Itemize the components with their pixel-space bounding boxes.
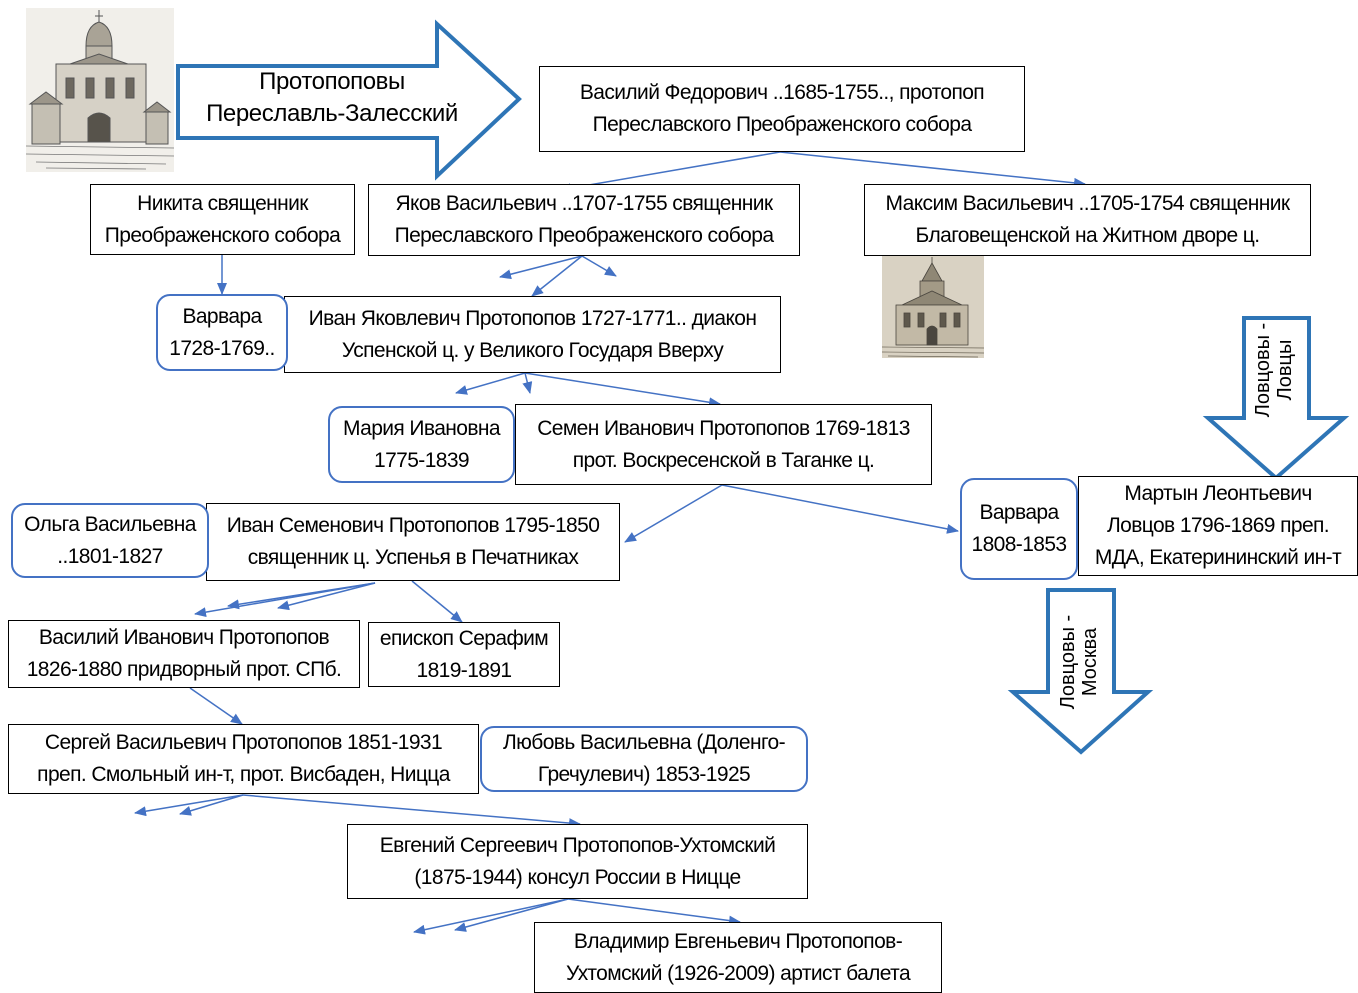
person-martyn: Мартын Леонтьевич Ловцов 1796-1869 преп.… bbox=[1078, 476, 1358, 576]
person-line: Иван Яковлевич Протопопов 1727-1771.. ди… bbox=[308, 306, 757, 330]
edge-ivan-child-2 bbox=[522, 372, 533, 394]
spouse-varvara-1808: Варвара 1808-1853 bbox=[960, 478, 1078, 580]
edge-semen-varvara bbox=[721, 484, 959, 534]
person-line: Ловцов 1796-1869 преп. bbox=[1106, 514, 1330, 537]
person-line: прот. Воскресенской в Таганке ц. bbox=[572, 448, 875, 472]
person-line: Яков Васильевич ..1707-1755 священник bbox=[395, 192, 773, 215]
person-line: Иван Семенович Протопопов 1795-1850 bbox=[226, 514, 600, 537]
header-arrow-line1: Протопоповы bbox=[259, 68, 405, 95]
edge-ivans-child-3 bbox=[277, 582, 376, 611]
header-arrow-line2: Переславль-Залесский bbox=[206, 100, 458, 127]
edge-sergey-child-2 bbox=[179, 794, 244, 816]
person-line: (1875-1944) консул России в Ницце bbox=[414, 865, 741, 889]
person-line: Успенской ц. у Великого Государя Вверху bbox=[341, 338, 724, 362]
person-maksim: Максим Васильевич ..1705-1754 священник … bbox=[864, 184, 1311, 256]
spouse-lyubov: Любовь Васильевна (Доленго- Гречулевич) … bbox=[480, 726, 808, 792]
edge-evgeny-vladimir bbox=[567, 898, 741, 926]
person-line: Василий Федорович ..1685-1755.., протопо… bbox=[579, 81, 985, 104]
person-line: Ухтомский (1926-2009) артист балета bbox=[565, 961, 911, 985]
edge-ivan-child-1 bbox=[455, 372, 526, 395]
edge-ivans-child-2 bbox=[227, 582, 376, 610]
person-line: Никита священник bbox=[137, 191, 308, 215]
person-evgeny: Евгений Сергеевич Протопопов-Ухтомский (… bbox=[347, 824, 808, 899]
moskva-arrow-label: Ловцовы - Москва bbox=[1057, 602, 1105, 722]
lovtsy-arrow-line2: Ловцы bbox=[1274, 339, 1296, 401]
edge-evgeny-child-2 bbox=[454, 898, 569, 932]
lovtsy-arrow-label: Ловцовы - Ловцы bbox=[1252, 310, 1300, 430]
person-line: епископ Серафим bbox=[379, 626, 549, 650]
person-line: Василий Иванович Протопопов bbox=[38, 626, 330, 649]
person-serafim: епископ Серафим 1819-1891 bbox=[368, 622, 560, 687]
person-semen: Семен Иванович Протопопов 1769-1813 прот… bbox=[515, 404, 932, 485]
person-vasily-fedorovich: Василий Федорович ..1685-1755.., протопо… bbox=[539, 66, 1025, 152]
person-yakov: Яков Васильевич ..1707-1755 священник Пе… bbox=[368, 184, 800, 256]
person-line: 1775-1839 bbox=[373, 448, 470, 472]
edge-yakov-child-2 bbox=[531, 255, 583, 297]
person-nikita: Никита священник Преображенского собора bbox=[90, 184, 355, 255]
edge-evgeny-child-1 bbox=[413, 898, 569, 935]
person-line: Гречулевич) 1853-1925 bbox=[537, 763, 751, 786]
person-sergey: Сергей Васильевич Протопопов 1851-1931 п… bbox=[8, 724, 479, 794]
spouse-maria: Мария Ивановна 1775-1839 bbox=[328, 406, 515, 483]
person-line: Переславского Преображенского собора bbox=[394, 224, 774, 247]
church-engraving-image-2 bbox=[882, 251, 984, 358]
lovtsy-arrow-line1: Ловцовы - bbox=[1252, 322, 1274, 418]
person-line: священник ц. Успенья в Печатниках bbox=[247, 546, 579, 569]
edge-ivan-semen bbox=[524, 372, 721, 408]
spouse-varvara-1728: Варвара 1728-1769.. bbox=[156, 294, 288, 371]
person-line: 1808-1853 bbox=[971, 533, 1067, 556]
church-engraving-image bbox=[26, 8, 174, 172]
person-line: ..1801-1827 bbox=[57, 544, 163, 568]
person-line: Преображенского собора bbox=[104, 223, 341, 247]
person-line: МДА, Екатерининский ин-т bbox=[1094, 546, 1342, 569]
moskva-arrow-line1: Ловцовы - bbox=[1057, 614, 1079, 710]
person-vasily-ivanovich: Василий Иванович Протопопов 1826-1880 пр… bbox=[8, 620, 360, 688]
person-line: Сергей Васильевич Протопопов 1851-1931 bbox=[44, 731, 443, 754]
edge-vasilyi-sergey bbox=[189, 687, 243, 725]
moskva-arrow-line2: Москва bbox=[1079, 627, 1101, 697]
person-line: Мария Ивановна bbox=[342, 416, 501, 440]
edge-vasily-maksim bbox=[779, 151, 1086, 188]
person-line: Мартын Леонтьевич bbox=[1124, 482, 1312, 505]
lovtsy-down-arrow-shape bbox=[1202, 316, 1350, 481]
person-line: 1819-1891 bbox=[416, 658, 512, 682]
person-line: Евгений Сергеевич Протопопов-Ухтомский bbox=[379, 833, 776, 857]
person-line: Варвара bbox=[979, 501, 1059, 524]
edge-yakov-child-3 bbox=[581, 255, 617, 277]
person-line: Ольга Васильевна bbox=[24, 512, 196, 536]
person-line: Любовь Васильевна (Доленго- bbox=[502, 731, 786, 754]
edge-vasily-yakov bbox=[559, 151, 781, 194]
moskva-down-arrow-shape bbox=[1007, 588, 1154, 755]
edge-sergey-evgeny bbox=[242, 794, 581, 829]
edge-sergey-child-1 bbox=[134, 794, 244, 817]
person-vladimir: Владимир Евгеньевич Протопопов- Ухтомски… bbox=[534, 922, 942, 993]
header-arrow-shape bbox=[176, 19, 522, 181]
person-line: преп. Смольный ин-т, прот. Висбаден, Ниц… bbox=[37, 763, 450, 786]
spouse-olga: Ольга Васильевна ..1801-1827 bbox=[11, 503, 209, 578]
person-line: Переславского Преображенского собора bbox=[592, 113, 972, 136]
edge-semen-ivan-semenovich bbox=[624, 484, 723, 543]
header-arrow-label: Протопоповы Переславль-Залесский bbox=[182, 66, 482, 130]
person-line: Максим Васильевич ..1705-1754 священник bbox=[885, 192, 1291, 215]
edge-yakov-child-1 bbox=[499, 255, 583, 280]
edge-ivans-serafim bbox=[411, 580, 463, 623]
person-ivan-semenovich: Иван Семенович Протопопов 1795-1850 свящ… bbox=[206, 503, 620, 581]
person-line: 1826-1880 придворный прот. СПб. bbox=[26, 658, 342, 681]
person-line: Варвара bbox=[182, 304, 262, 328]
person-ivan-yakovlevich: Иван Яковлевич Протопопов 1727-1771.. ди… bbox=[284, 296, 781, 373]
person-line: 1728-1769.. bbox=[169, 336, 275, 360]
person-line: Семен Иванович Протопопов 1769-1813 bbox=[537, 416, 910, 440]
person-line: Благовещенской на Житном дворе ц. bbox=[915, 224, 1261, 247]
person-line: Владимир Евгеньевич Протопопов- bbox=[573, 929, 903, 953]
